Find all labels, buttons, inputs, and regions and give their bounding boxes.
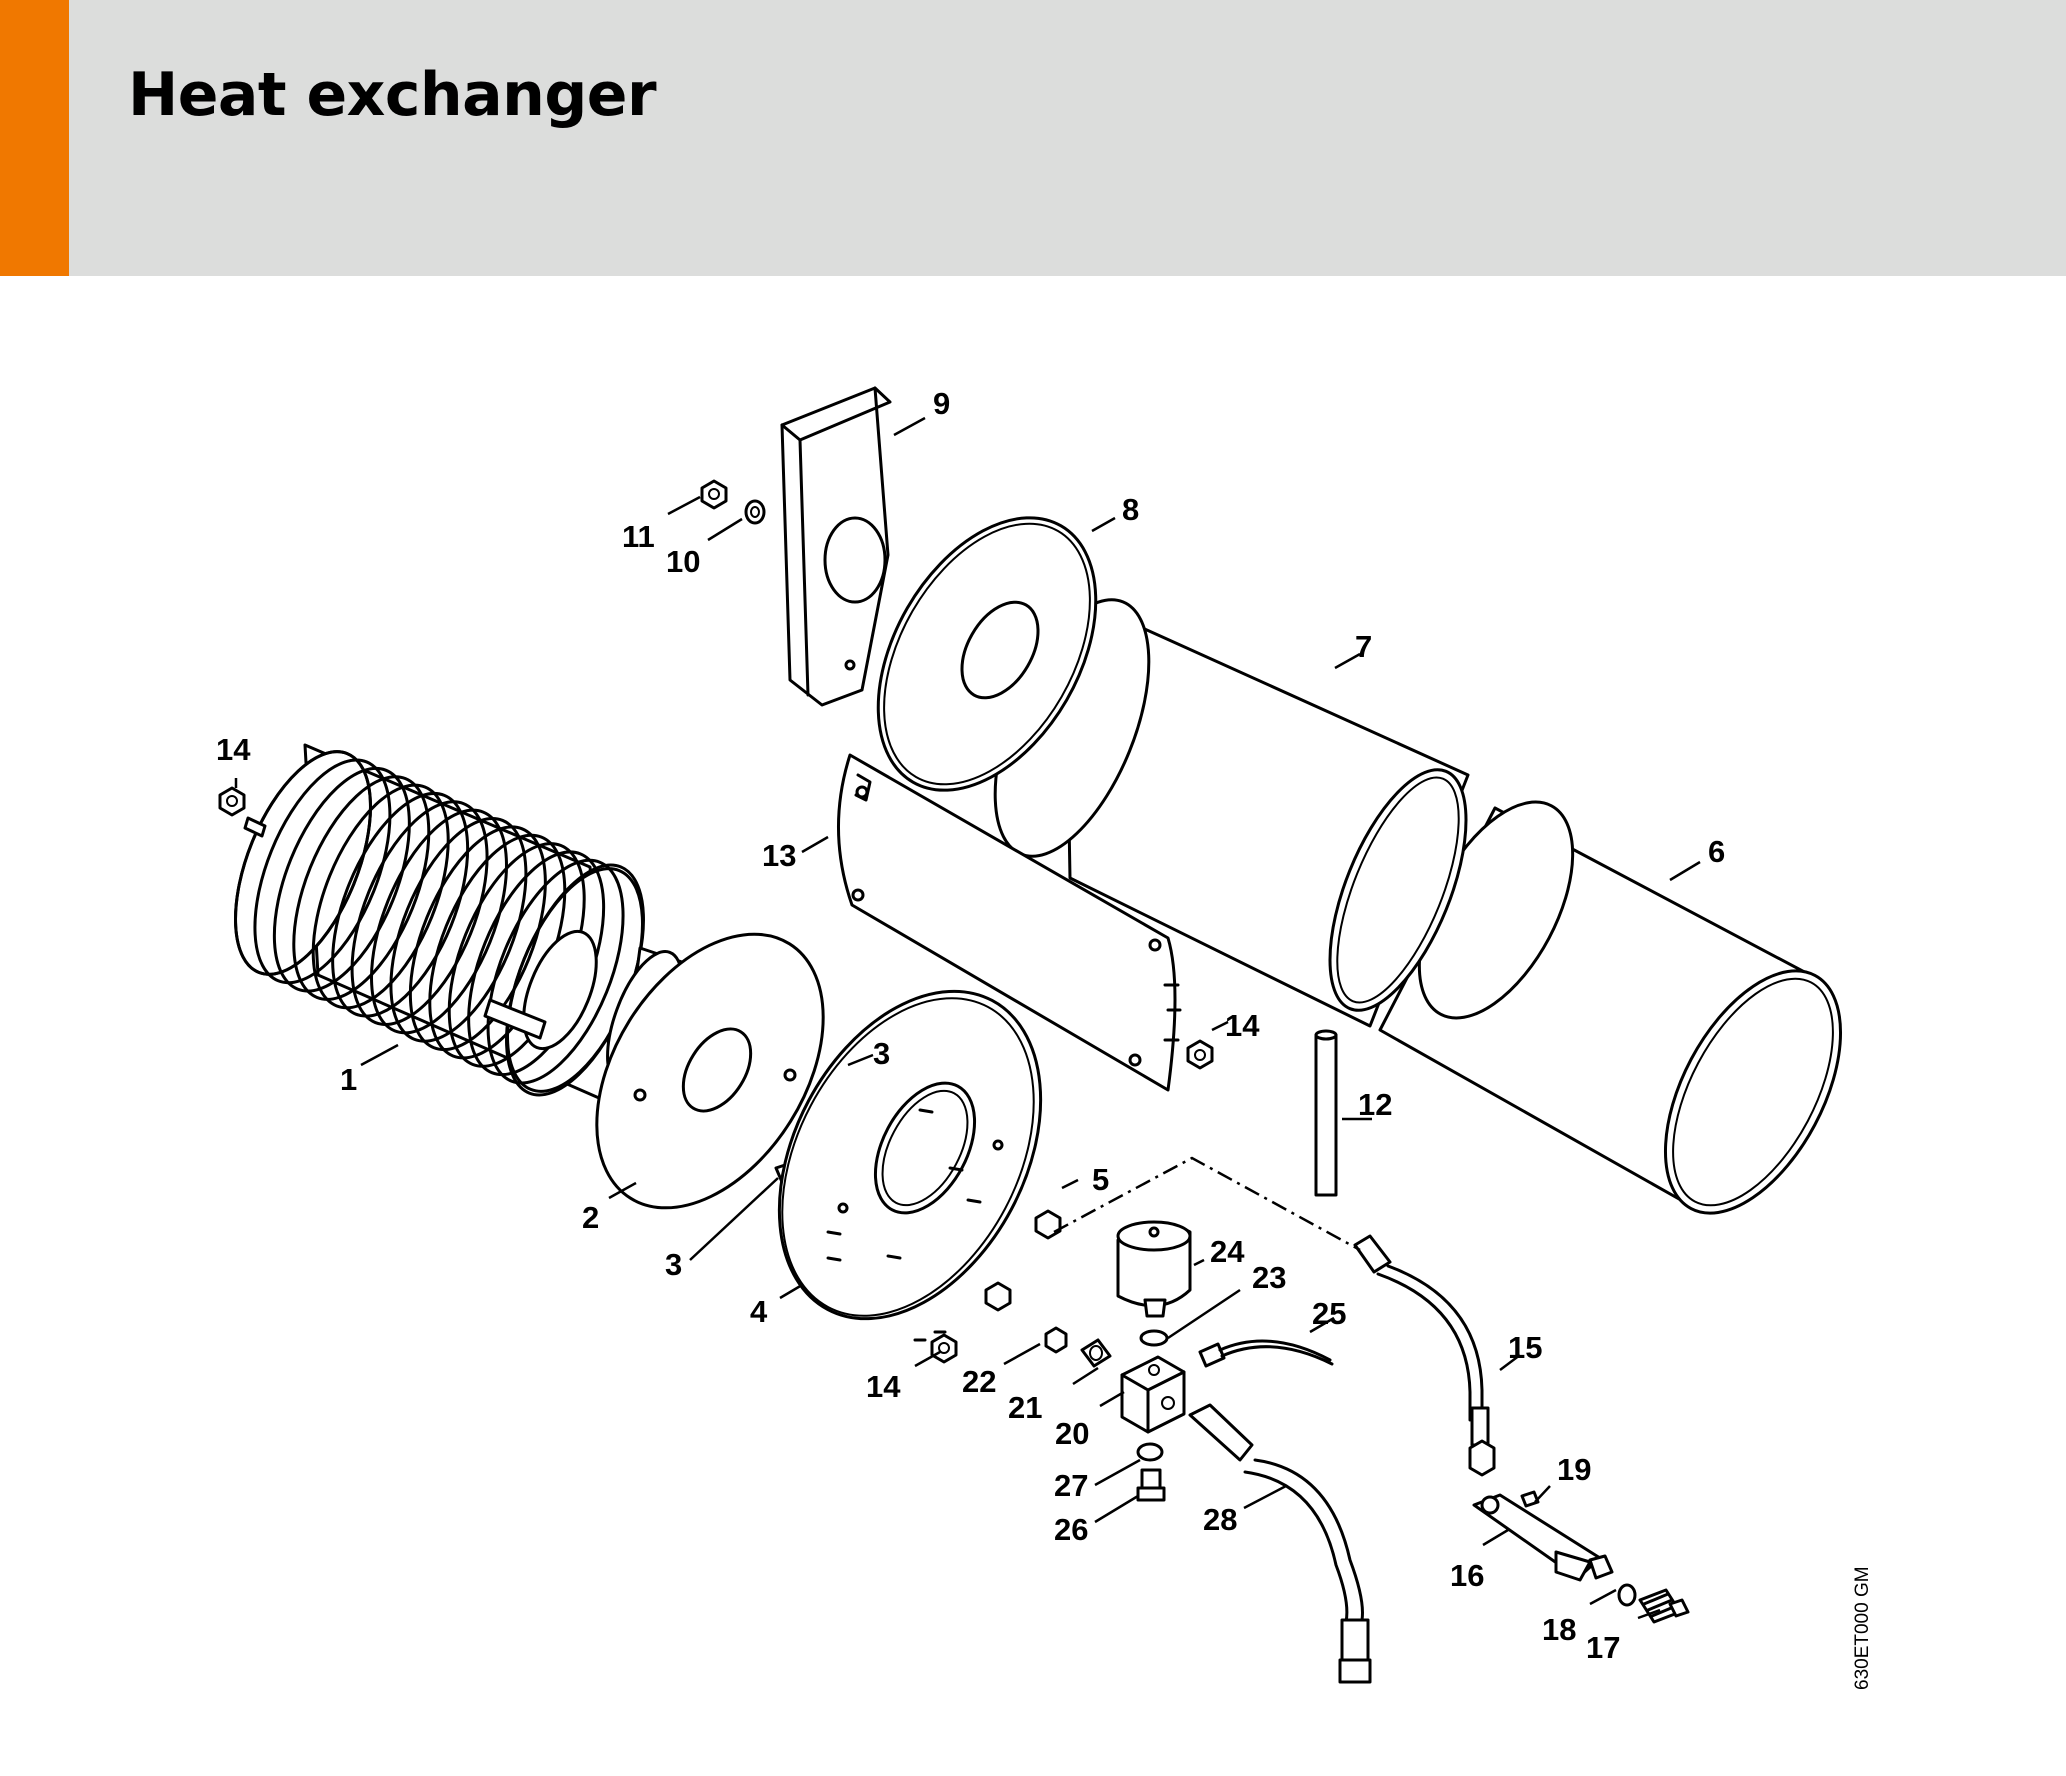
callout-7: 7: [1355, 629, 1372, 664]
part-25-small-hose: [1198, 1339, 1334, 1368]
page-header: [0, 0, 2066, 276]
part-13-shield-plate: [836, 753, 1182, 1092]
orange-accent-bar: [0, 0, 69, 276]
callout-22: 22: [962, 1364, 996, 1399]
callout-12: 12: [1358, 1087, 1392, 1122]
part-22-fitting: [1044, 1326, 1068, 1354]
part-14-nut-left: [218, 786, 246, 817]
callout-14: 14: [1225, 1008, 1260, 1043]
coil-turn: [272, 766, 411, 993]
page-title: Heat exchanger: [128, 60, 657, 130]
part-8-disc: [876, 516, 1098, 792]
callout-10: 10: [666, 544, 700, 579]
callout-3: 3: [873, 1036, 890, 1071]
part-20-block: [1120, 1355, 1186, 1434]
callout-25: 25: [1312, 1296, 1346, 1331]
callout-13: 13: [762, 838, 796, 873]
coil-turn: [408, 825, 547, 1052]
part-1-coil: [234, 743, 645, 1107]
part-10-washer: [744, 499, 766, 525]
assembly-line: [1053, 1156, 1361, 1252]
callout-27: 27: [1054, 1468, 1088, 1503]
coil-turn: [292, 775, 431, 1001]
part-19-screw: [1520, 1490, 1540, 1508]
callout-24: 24: [1210, 1234, 1245, 1269]
part-17-cap: [1638, 1588, 1690, 1624]
callout-28: 28: [1203, 1502, 1237, 1537]
callout-2: 2: [582, 1200, 599, 1235]
coil-turn: [234, 750, 372, 976]
part-12-rod: [1314, 1029, 1338, 1197]
coil-turn: [370, 808, 508, 1035]
callout-6: 6: [1708, 834, 1725, 869]
callout-15: 15: [1508, 1330, 1542, 1365]
callout-23: 23: [1252, 1260, 1286, 1295]
callout-4: 4: [750, 1294, 768, 1329]
leader-lines: [234, 416, 1701, 1620]
coil-turn: [331, 791, 470, 1018]
callout-9: 9: [933, 386, 950, 421]
callout-17: 17: [1586, 1630, 1620, 1665]
callout-14: 14: [866, 1369, 901, 1404]
part-6-outer-tube: [1378, 800, 1843, 1215]
part-14-nut-right: [1186, 1039, 1214, 1070]
part-23-o-ring: [1139, 1329, 1169, 1347]
image-code: 630ET000 GM: [1852, 1566, 1873, 1690]
callout-18: 18: [1542, 1612, 1576, 1647]
coil-turn: [311, 783, 450, 1010]
part-21-fitting: [1080, 1338, 1112, 1368]
part-18-o-ring: [1617, 1583, 1637, 1607]
part-15-pipe: [1353, 1234, 1496, 1477]
coil-turn: [389, 817, 528, 1043]
part-2-flange: [595, 932, 825, 1210]
callout-3: 3: [665, 1247, 682, 1282]
coil-turn: [350, 800, 489, 1026]
part-5-nut: [1034, 1209, 1062, 1240]
callout-21: 21: [1008, 1390, 1042, 1425]
part-9-bracket: [780, 386, 892, 707]
callout-5: 5: [1092, 1162, 1109, 1197]
coil-turn: [253, 758, 392, 985]
callout-11: 11: [622, 519, 655, 554]
callout-20: 20: [1055, 1416, 1089, 1451]
callout-16: 16: [1450, 1558, 1484, 1593]
part-11-nut: [700, 479, 728, 510]
exploded-parts-diagram: 1 2 3 3 4 5 6 7 8 9 10 11 12 13 14 14 14…: [216, 386, 1873, 1690]
part-24-accumulator: [1116, 1220, 1192, 1318]
part-27-washer: [1136, 1442, 1164, 1462]
part-7-inner-tube: [993, 591, 1470, 1028]
callout-26: 26: [1054, 1512, 1088, 1547]
part-16-valve-body: [1472, 1493, 1614, 1582]
part-4-back-plate: [777, 989, 1043, 1342]
nut-unlabeled: [984, 1281, 1012, 1312]
coil-turn: [486, 858, 625, 1085]
part-28-pressure-hose: [1188, 1403, 1372, 1684]
callout-labels: 1 2 3 3 4 5 6 7 8 9 10 11 12 13 14 14 14…: [216, 386, 1725, 1665]
callout-8: 8: [1122, 492, 1139, 527]
part-14-nut-bottom: [930, 1333, 958, 1364]
callout-19: 19: [1557, 1452, 1591, 1487]
callout-14: 14: [216, 732, 251, 767]
part-26-plug: [1136, 1468, 1166, 1502]
callout-1: 1: [340, 1062, 357, 1097]
